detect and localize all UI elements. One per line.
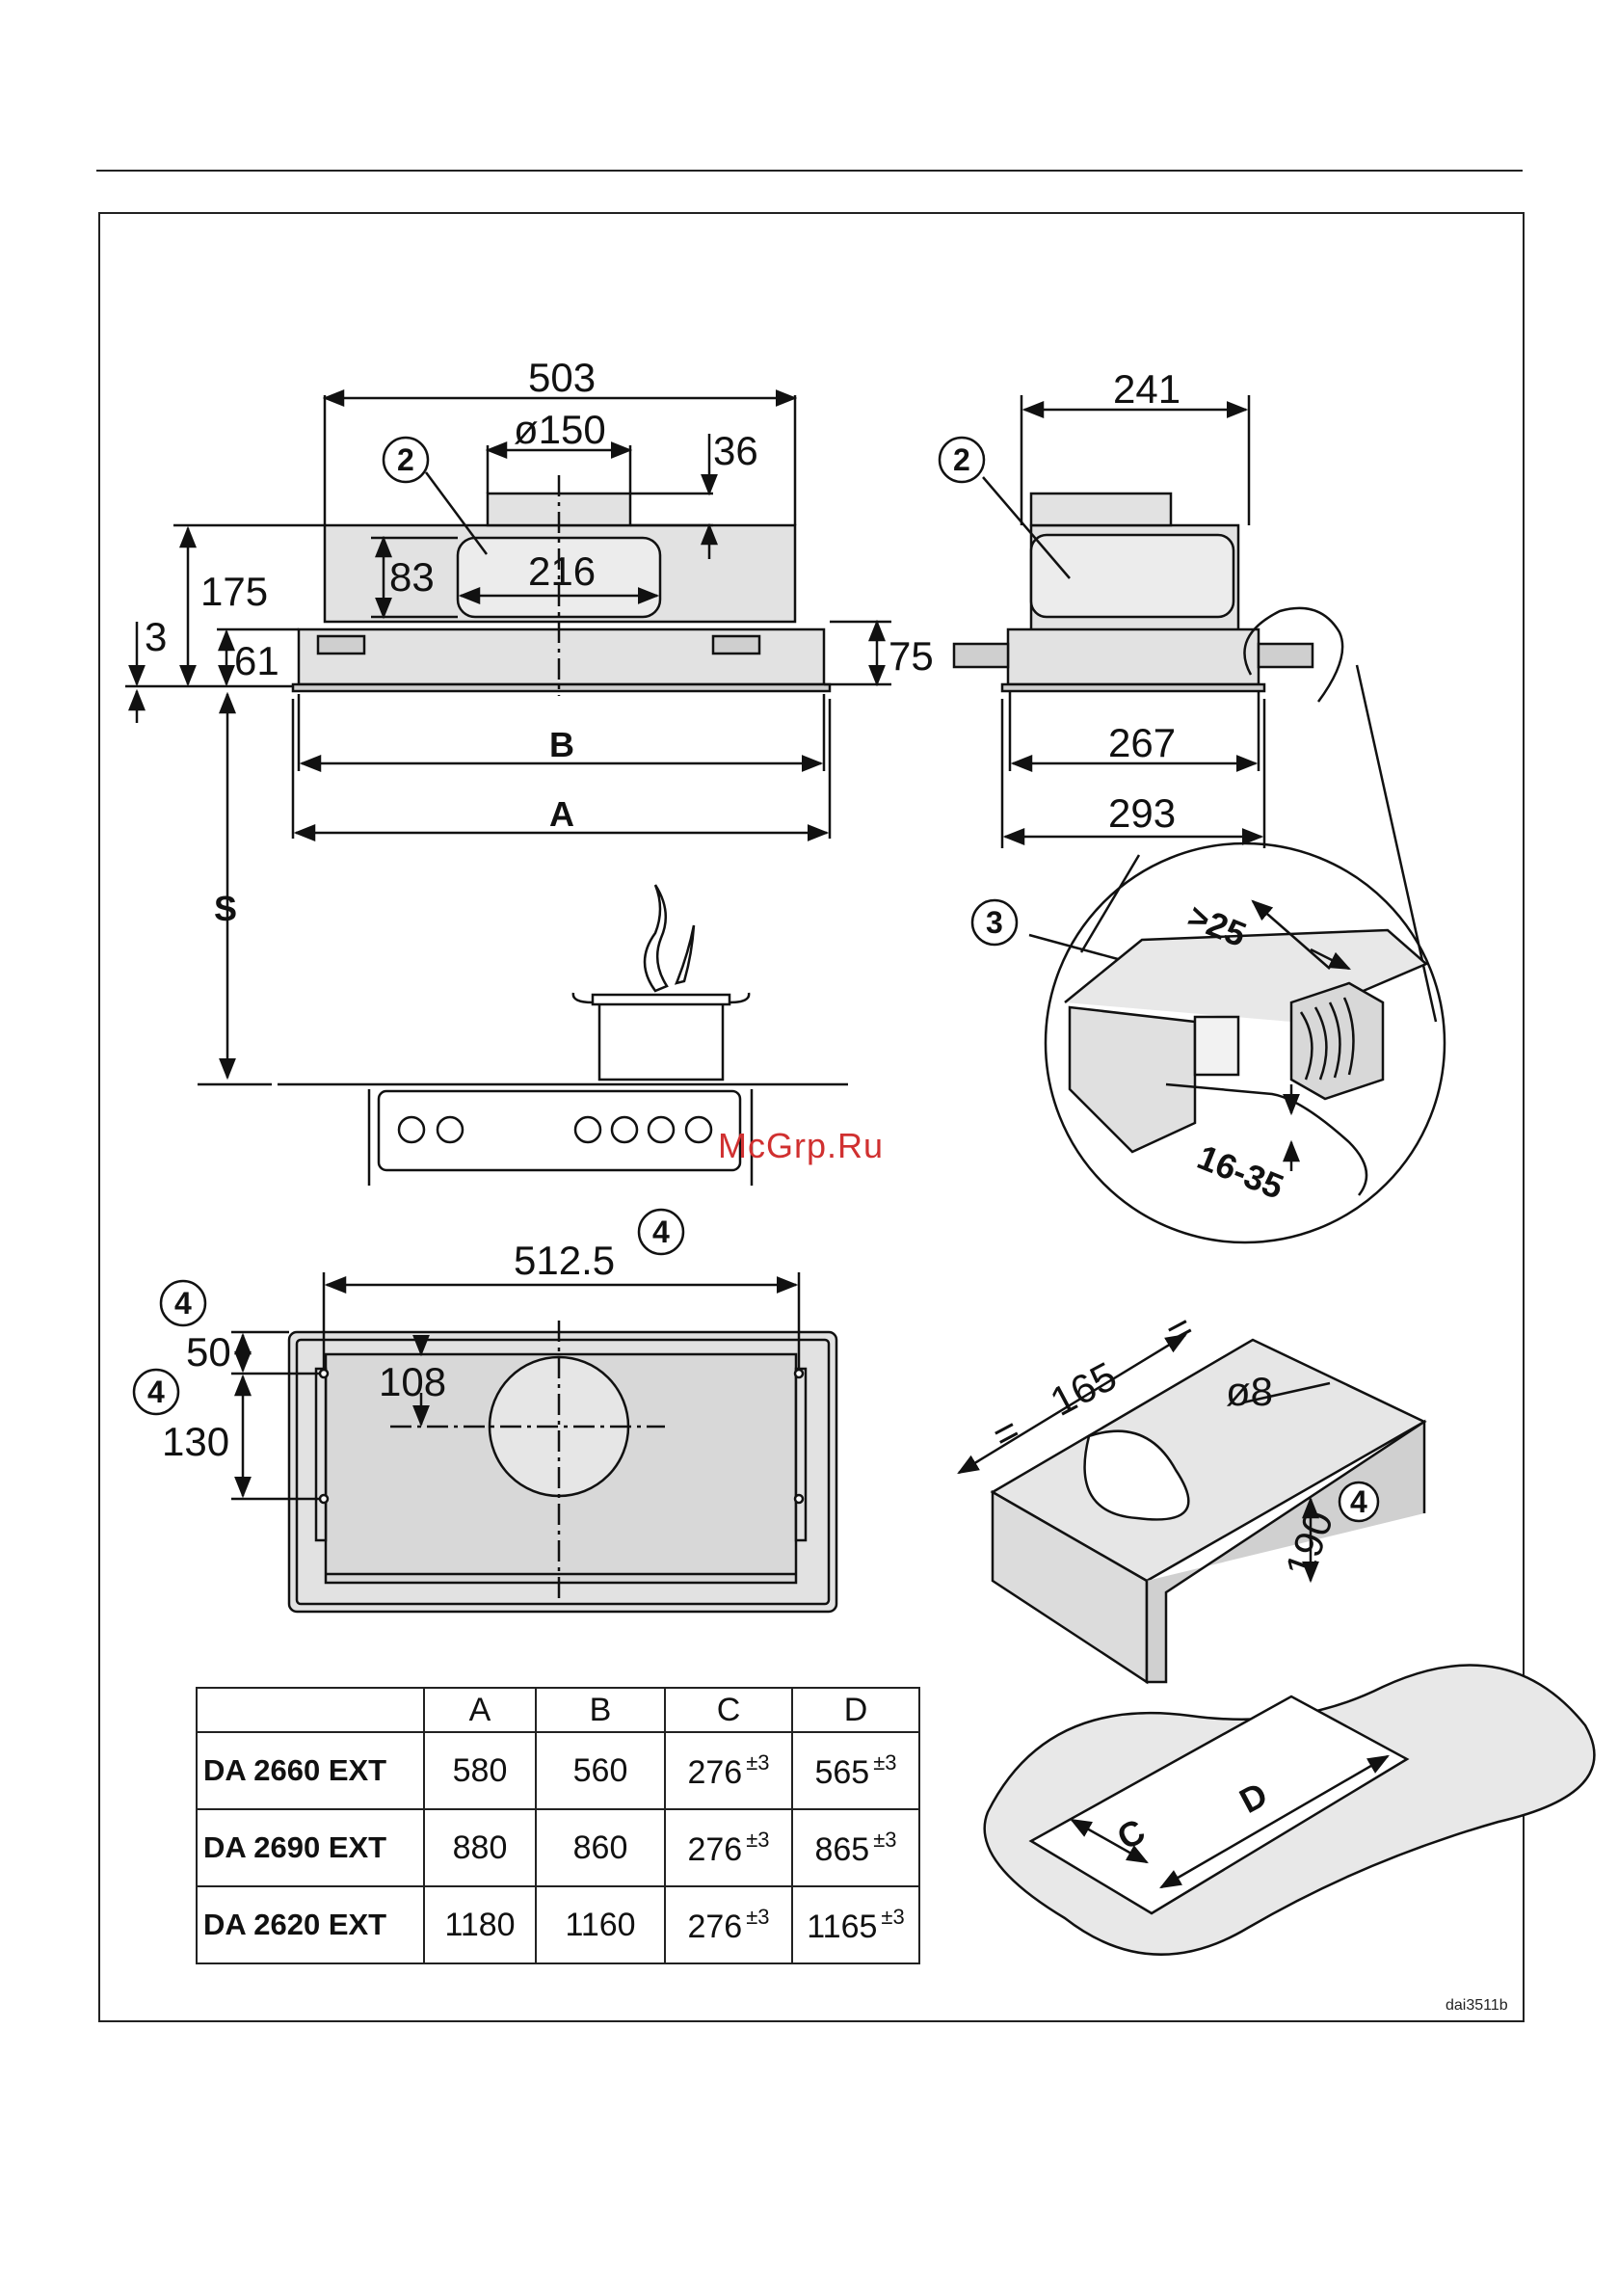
- callout-4-top-label: 4: [652, 1215, 670, 1249]
- side-lower-body: [1008, 629, 1259, 684]
- drawing-code: dai3511b: [1446, 1997, 1508, 2015]
- value-c: 276±3: [665, 1809, 792, 1886]
- dim-50: 50: [186, 1329, 231, 1375]
- side-duct-collar: [1031, 494, 1171, 525]
- steam-flame: [645, 885, 667, 991]
- dim-b-label: B: [549, 725, 574, 764]
- value-a: 1180: [424, 1886, 536, 1963]
- tolerance: ±3: [746, 1828, 769, 1852]
- front-bracket-right: [713, 636, 759, 654]
- mount-hole: [320, 1495, 328, 1503]
- knob: [575, 1117, 600, 1142]
- value-c: 276±3: [665, 1886, 792, 1963]
- front-flange: [293, 684, 830, 691]
- cutout-view: [985, 1666, 1595, 1955]
- table-row: DA 2690 EXT 880 860 276±3 865±3: [197, 1809, 919, 1886]
- callout-2-front-label: 2: [397, 442, 414, 477]
- dim-hole-diameter: ø8: [1226, 1369, 1273, 1414]
- side-flange: [1002, 684, 1264, 691]
- dim-panel-range: 16-35: [1192, 1136, 1289, 1207]
- knob: [686, 1117, 711, 1142]
- value-c: 276±3: [665, 1732, 792, 1809]
- spec-table: A B C D DA 2660 EXT 580 560 276±3 565±3 …: [196, 1687, 920, 1964]
- header-model: [197, 1688, 424, 1732]
- model-name: DA 2620 EXT: [197, 1886, 424, 1963]
- value-a: 580: [424, 1732, 536, 1809]
- callout-4-left-top-label: 4: [174, 1286, 192, 1321]
- tolerance: ±3: [881, 1905, 904, 1929]
- detail-wood-panel: [1291, 983, 1383, 1099]
- value-b: 560: [536, 1732, 665, 1809]
- header-a: A: [424, 1688, 536, 1732]
- dim-216: 216: [528, 548, 596, 594]
- front-bracket-left: [318, 636, 364, 654]
- value-a: 880: [424, 1809, 536, 1886]
- tolerance: ±3: [873, 1750, 896, 1775]
- callout-3-label: 3: [986, 905, 1003, 940]
- header-c: C: [665, 1688, 792, 1732]
- side-clamp-right: [1259, 644, 1313, 667]
- value-c-number: 276: [687, 1909, 742, 1945]
- header-d: D: [792, 1688, 919, 1732]
- value-c-number: 276: [687, 1831, 742, 1868]
- dim-a-label: A: [549, 794, 574, 834]
- value-b: 1160: [536, 1886, 665, 1963]
- callout-4-cabinet-label: 4: [1350, 1484, 1367, 1519]
- mount-hole: [320, 1370, 328, 1377]
- model-name: DA 2660 EXT: [197, 1732, 424, 1809]
- dim-108: 108: [379, 1359, 446, 1404]
- detail-clamp: [1195, 1017, 1238, 1075]
- mount-hole: [795, 1370, 803, 1377]
- value-d-number: 865: [814, 1831, 869, 1868]
- dim-s-label: S: [214, 889, 237, 928]
- callout-4-left-mid-label: 4: [147, 1375, 165, 1409]
- value-d: 865±3: [792, 1809, 919, 1886]
- steam-flame: [676, 925, 694, 983]
- knob: [438, 1117, 463, 1142]
- value-d-number: 1165: [807, 1909, 877, 1945]
- dim-175: 175: [200, 569, 268, 614]
- watermark: McGrp.Ru: [718, 1126, 884, 1166]
- value-d: 1165±3: [792, 1886, 919, 1963]
- knob: [649, 1117, 674, 1142]
- value-c-number: 276: [687, 1754, 742, 1791]
- mount-hole: [795, 1495, 803, 1503]
- table-row: DA 2620 EXT 1180 1160 276±3 1165±3: [197, 1886, 919, 1963]
- detail-housing-side: [1070, 1007, 1195, 1152]
- dim-duct-diameter: ø150: [514, 407, 606, 452]
- callout-2-side-label: 2: [953, 442, 970, 477]
- side-inner-opening: [1031, 535, 1233, 617]
- bottom-view: [231, 1272, 836, 1612]
- knob: [612, 1117, 637, 1142]
- table-row: DA 2660 EXT 580 560 276±3 565±3: [197, 1732, 919, 1809]
- tolerance: ±3: [746, 1750, 769, 1775]
- pot-body: [599, 1002, 723, 1080]
- dim-267: 267: [1108, 720, 1176, 765]
- side-clamp-left: [954, 644, 1008, 667]
- detail-leader: [1029, 935, 1118, 959]
- dim-36: 36: [713, 428, 758, 473]
- dim-503: 503: [528, 355, 596, 400]
- tolerance: ±3: [746, 1905, 769, 1929]
- header-b: B: [536, 1688, 665, 1732]
- equal-mark-left: =: [985, 1407, 1027, 1458]
- model-name: DA 2690 EXT: [197, 1809, 424, 1886]
- dim-512-5: 512.5: [514, 1238, 615, 1283]
- value-b: 860: [536, 1809, 665, 1886]
- dim-241: 241: [1113, 366, 1180, 412]
- dim-61: 61: [234, 638, 279, 683]
- dim-83: 83: [389, 554, 435, 600]
- dim-75: 75: [889, 633, 934, 679]
- dim-130: 130: [162, 1419, 229, 1464]
- value-d-number: 565: [814, 1754, 869, 1791]
- spec-table-header: A B C D: [197, 1688, 919, 1732]
- dim-3: 3: [145, 614, 167, 659]
- tolerance: ±3: [873, 1828, 896, 1852]
- value-d: 565±3: [792, 1732, 919, 1809]
- front-view: [125, 395, 891, 1078]
- knob: [399, 1117, 424, 1142]
- pot-rim: [593, 995, 729, 1004]
- dim-293: 293: [1108, 790, 1176, 836]
